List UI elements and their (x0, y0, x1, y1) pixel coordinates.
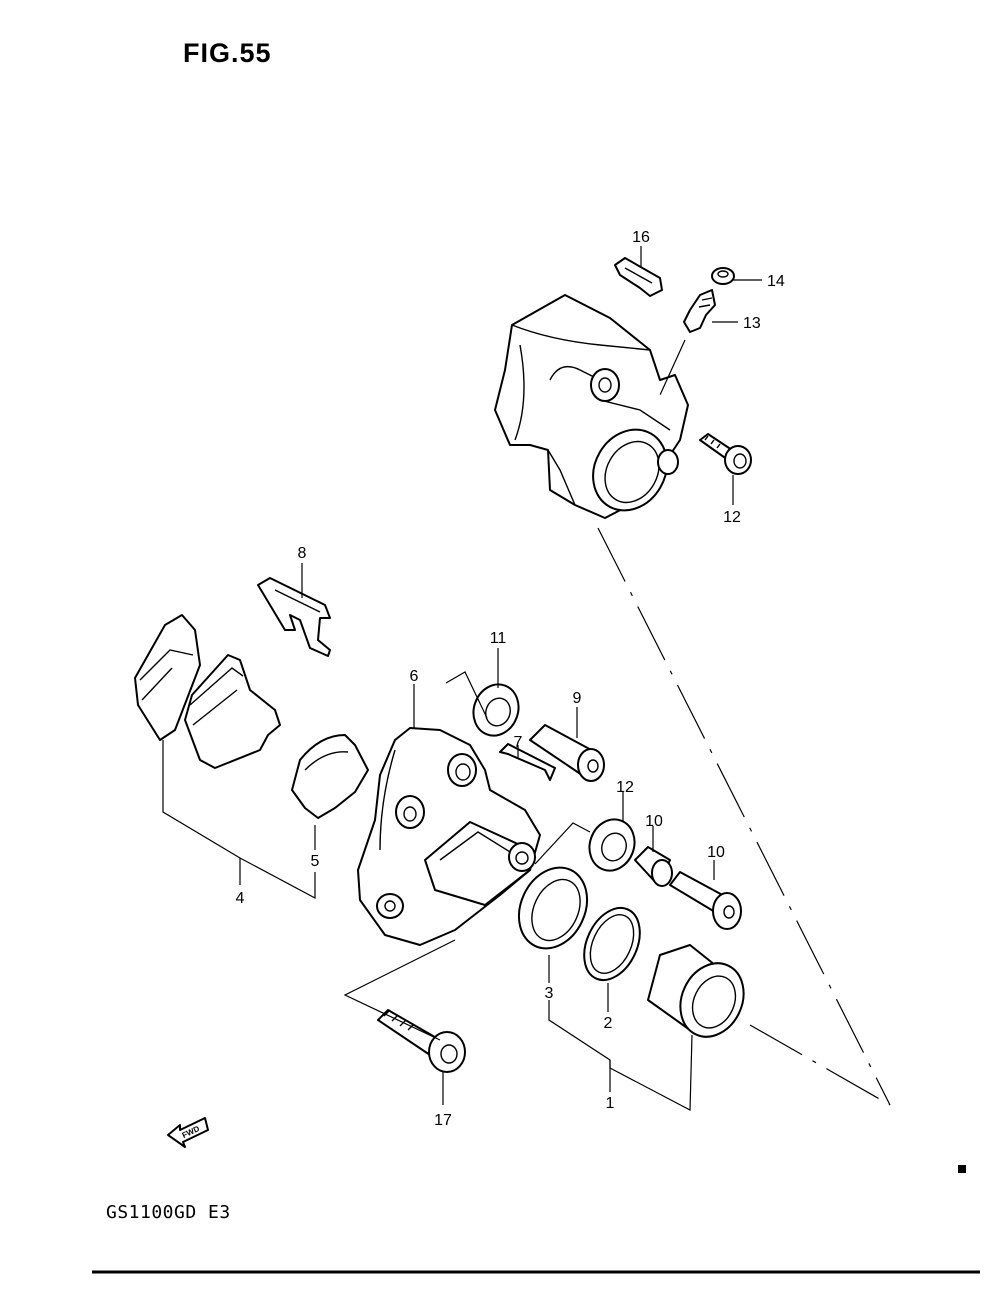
part-2-piston-seal (583, 906, 641, 982)
callout-13: 12 (723, 509, 741, 526)
model-code: GS1100GD E3 (106, 1202, 231, 1223)
part-14-bleeder-valve (683, 289, 716, 333)
part-12a-boot (472, 683, 520, 737)
caliper-assembly-drawing (494, 294, 689, 519)
callout-4: 4 (236, 890, 245, 907)
part-1-piston (647, 944, 745, 1038)
callout-8: 8 (298, 545, 307, 562)
registration-mark (958, 1165, 966, 1173)
figure-title: FIG.55 (183, 38, 272, 68)
part-7-clip (499, 743, 556, 781)
assembly-guide-lines (597, 339, 891, 1106)
part-3-dust-seal (517, 866, 589, 950)
part-8-pad-spring (257, 577, 331, 657)
part-11-sleeve (634, 846, 673, 887)
part-4-brake-pads (134, 614, 281, 769)
callout-6: 6 (410, 668, 419, 685)
callout-5: 5 (311, 853, 320, 870)
fwd-arrow-icon: FWD (167, 1117, 209, 1148)
callout-3: 3 (545, 985, 554, 1002)
part-15-bleeder-cap (711, 267, 735, 285)
callout-9: 9 (573, 690, 582, 707)
callout-15: 14 (767, 273, 785, 290)
callout-11: 10 (645, 813, 663, 830)
callout-17: 17 (434, 1112, 452, 1129)
part-6-caliper-bracket (357, 727, 541, 946)
part-5-pad-shim (291, 734, 369, 819)
part-17-bolt (377, 1009, 466, 1073)
part-9-sleeve-pin (529, 724, 605, 782)
leader-lines (162, 246, 762, 1111)
part-10-pin (669, 871, 742, 930)
callout-12b: 12 (616, 779, 634, 796)
part-16-pad-spring (614, 257, 663, 297)
callout-2: 2 (604, 1015, 613, 1032)
callout-7: 7 (514, 734, 523, 751)
callout-1: 1 (606, 1095, 615, 1112)
callout-12a: 11 (490, 630, 507, 647)
part-13-bolt (699, 433, 752, 475)
callout-14: 13 (743, 315, 761, 332)
callout-10: 10 (707, 844, 725, 861)
part-12b-boot (588, 818, 636, 872)
callout-16: 16 (632, 229, 650, 246)
